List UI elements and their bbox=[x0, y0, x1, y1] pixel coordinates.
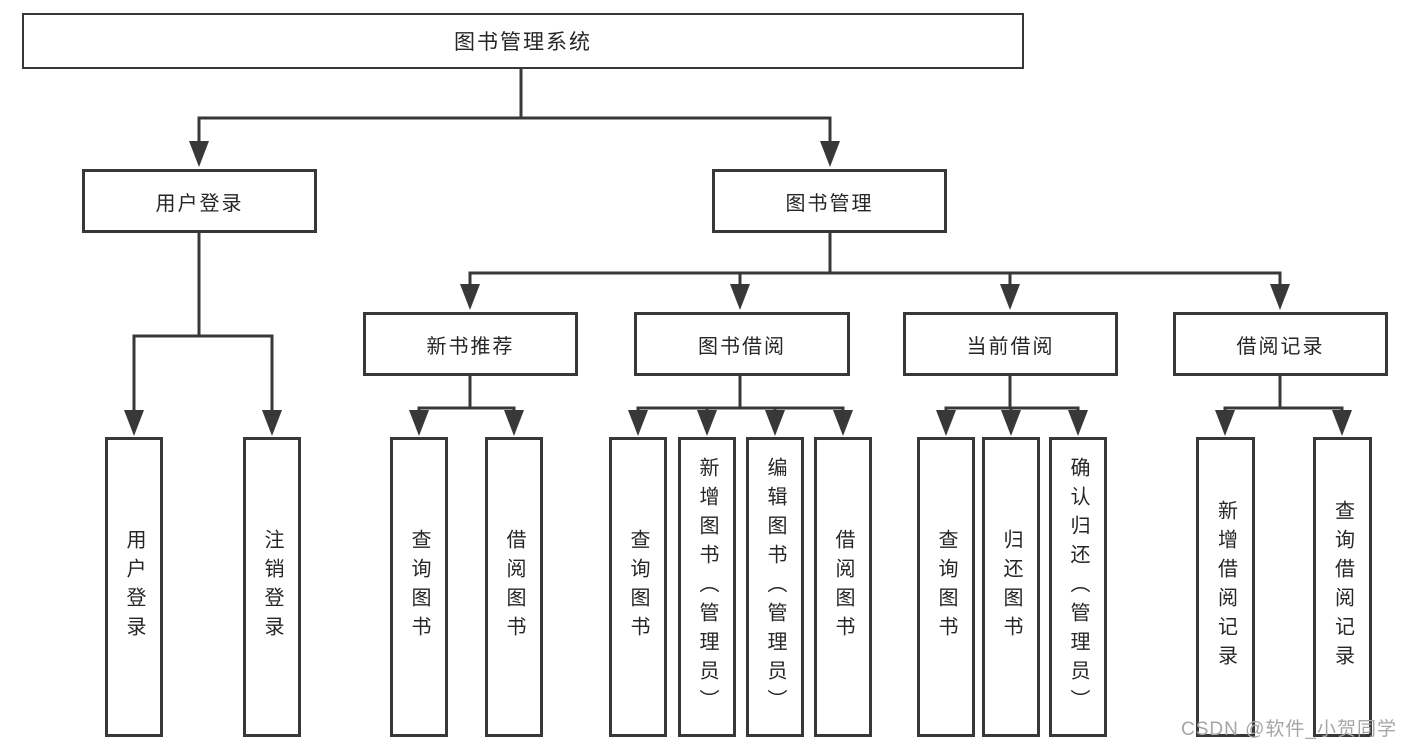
arrow-down-icon bbox=[765, 410, 785, 436]
leaf-query-borrow-record: 查询借阅记录 bbox=[1313, 437, 1372, 737]
leaf-query-book-recommend: 查询图书 bbox=[390, 437, 448, 737]
leaf-borrow-book-recommend: 借阅图书 bbox=[485, 437, 543, 737]
arrow-down-icon bbox=[460, 284, 480, 310]
arrow-down-icon bbox=[1215, 410, 1235, 436]
leaf-query-book-current: 查询图书 bbox=[917, 437, 975, 737]
arrow-down-icon bbox=[189, 141, 209, 167]
arrow-down-icon bbox=[504, 410, 524, 436]
arrow-down-icon bbox=[730, 284, 750, 310]
arrow-down-icon bbox=[936, 410, 956, 436]
node-book-borrow: 图书借阅 bbox=[634, 312, 850, 376]
leaf-confirm-return-admin: 确认归还（管理员） bbox=[1049, 437, 1107, 737]
arrow-down-icon bbox=[262, 410, 282, 436]
leaf-edit-book-admin: 编辑图书（管理员） bbox=[746, 437, 804, 737]
node-user-login: 用户登录 bbox=[82, 169, 317, 233]
arrow-down-icon bbox=[124, 410, 144, 436]
arrow-down-icon bbox=[1001, 410, 1021, 436]
arrow-down-icon bbox=[1270, 284, 1290, 310]
node-current-borrow: 当前借阅 bbox=[903, 312, 1118, 376]
arrow-down-icon bbox=[833, 410, 853, 436]
leaf-borrow-book: 借阅图书 bbox=[814, 437, 872, 737]
leaf-logout: 注销登录 bbox=[243, 437, 301, 737]
node-borrow-records: 借阅记录 bbox=[1173, 312, 1388, 376]
arrow-down-icon bbox=[409, 410, 429, 436]
arrow-down-icon bbox=[697, 410, 717, 436]
csdn-watermark: CSDN @软件_小贺同学 bbox=[1181, 719, 1397, 740]
node-new-book-recommend: 新书推荐 bbox=[363, 312, 578, 376]
tree-edges bbox=[132, 67, 1344, 413]
arrow-down-icon bbox=[820, 141, 840, 167]
leaf-user-login: 用户登录 bbox=[105, 437, 163, 737]
arrow-down-icon bbox=[628, 410, 648, 436]
node-book-management: 图书管理 bbox=[712, 169, 947, 233]
leaf-return-book: 归还图书 bbox=[982, 437, 1040, 737]
leaf-query-book-borrow: 查询图书 bbox=[609, 437, 667, 737]
arrow-down-icon bbox=[1068, 410, 1088, 436]
arrow-down-icon bbox=[1000, 284, 1020, 310]
leaf-add-borrow-record: 新增借阅记录 bbox=[1196, 437, 1255, 737]
arrow-down-icon bbox=[1332, 410, 1352, 436]
arrowhead-icons bbox=[124, 141, 1352, 436]
node-library-management-system: 图书管理系统 bbox=[22, 13, 1024, 69]
leaf-add-book-admin: 新增图书（管理员） bbox=[678, 437, 736, 737]
